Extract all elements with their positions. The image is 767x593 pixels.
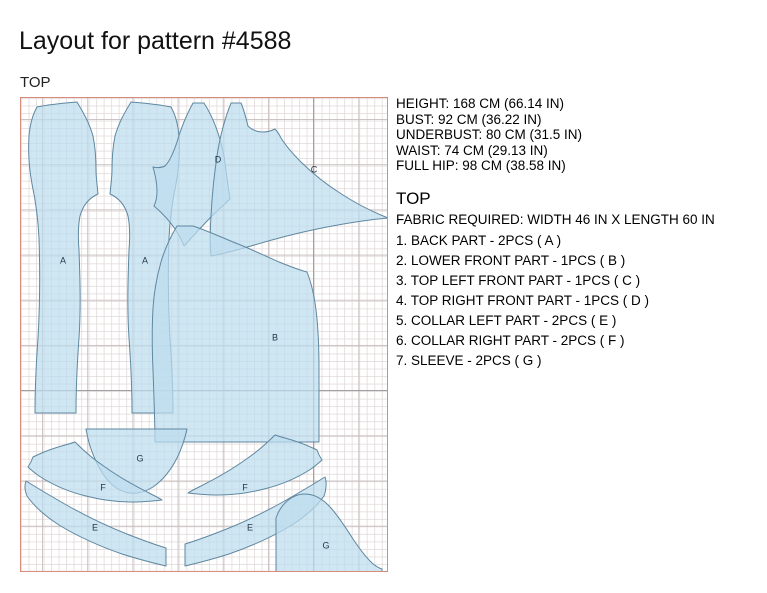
pattern-piece-g-lower[interactable] [275, 493, 383, 572]
page-title: Layout for pattern #4588 [19, 27, 292, 55]
info-column: HEIGHT: 168 CM (66.14 IN) BUST: 92 CM (3… [396, 96, 761, 371]
fabric-required-text: FABRIC REQUIRED: WIDTH 46 IN X LENGTH 60… [396, 211, 715, 227]
part-item-2: 2. LOWER FRONT PART - 1PCS ( B ) [396, 252, 626, 268]
pattern-piece-a-left[interactable] [28, 101, 99, 414]
pattern-piece-e-left[interactable] [24, 480, 167, 567]
measurement-bust: BUST: 92 CM (36.22 IN) [396, 111, 542, 127]
section-heading: TOP [396, 188, 431, 208]
parts-list: 1. BACK PART - 2PCS ( A ) 2. LOWER FRONT… [396, 231, 761, 371]
measurement-underbust: UNDERBUST: 80 CM (31.5 IN) [396, 127, 583, 143]
fabric-layout-panel: A A D C B G F F E E G [20, 97, 388, 572]
measurements-list: HEIGHT: 168 CM (66.14 IN) BUST: 92 CM (3… [396, 96, 761, 174]
piece-label-a-left: A [60, 255, 66, 265]
part-item-1: 1. BACK PART - 2PCS ( A ) [396, 232, 562, 248]
part-item-6: 6. COLLAR RIGHT PART - 2PCS ( F ) [396, 332, 625, 348]
pattern-piece-c[interactable] [209, 102, 388, 257]
piece-label-d: D [215, 154, 222, 164]
piece-label-c: C [311, 164, 318, 174]
measurement-height: HEIGHT: 168 CM (66.14 IN) [396, 96, 565, 111]
piece-label-b: B [272, 332, 278, 342]
piece-label-e-right: E [247, 522, 253, 532]
piece-label-a-right: A [142, 255, 148, 265]
piece-label-g-lower: G [322, 540, 329, 550]
pattern-piece-f-left[interactable] [27, 441, 163, 503]
piece-label-g-upper: G [136, 453, 143, 463]
measurement-full-hip: FULL HIP: 98 CM (38.58 IN) [396, 158, 566, 174]
piece-label-f-left: F [100, 482, 106, 492]
part-item-7: 7. SLEEVE - 2PCS ( G ) [396, 352, 542, 368]
part-item-4: 4. TOP RIGHT FRONT PART - 1PCS ( D ) [396, 292, 650, 308]
piece-label-e-left: E [92, 522, 98, 532]
pattern-piece-f-right[interactable] [187, 434, 323, 496]
pattern-pieces-canvas: A A D C B G F F E E G [24, 101, 388, 572]
part-item-3: 3. TOP LEFT FRONT PART - 1PCS ( C ) [396, 272, 641, 288]
part-item-5: 5. COLLAR LEFT PART - 2PCS ( E ) [396, 312, 617, 328]
piece-label-f-right: F [242, 482, 248, 492]
page-subtitle: TOP [20, 74, 51, 91]
pattern-piece-b[interactable] [151, 225, 320, 443]
measurement-waist: WAIST: 74 CM (29.13 IN) [396, 142, 548, 158]
